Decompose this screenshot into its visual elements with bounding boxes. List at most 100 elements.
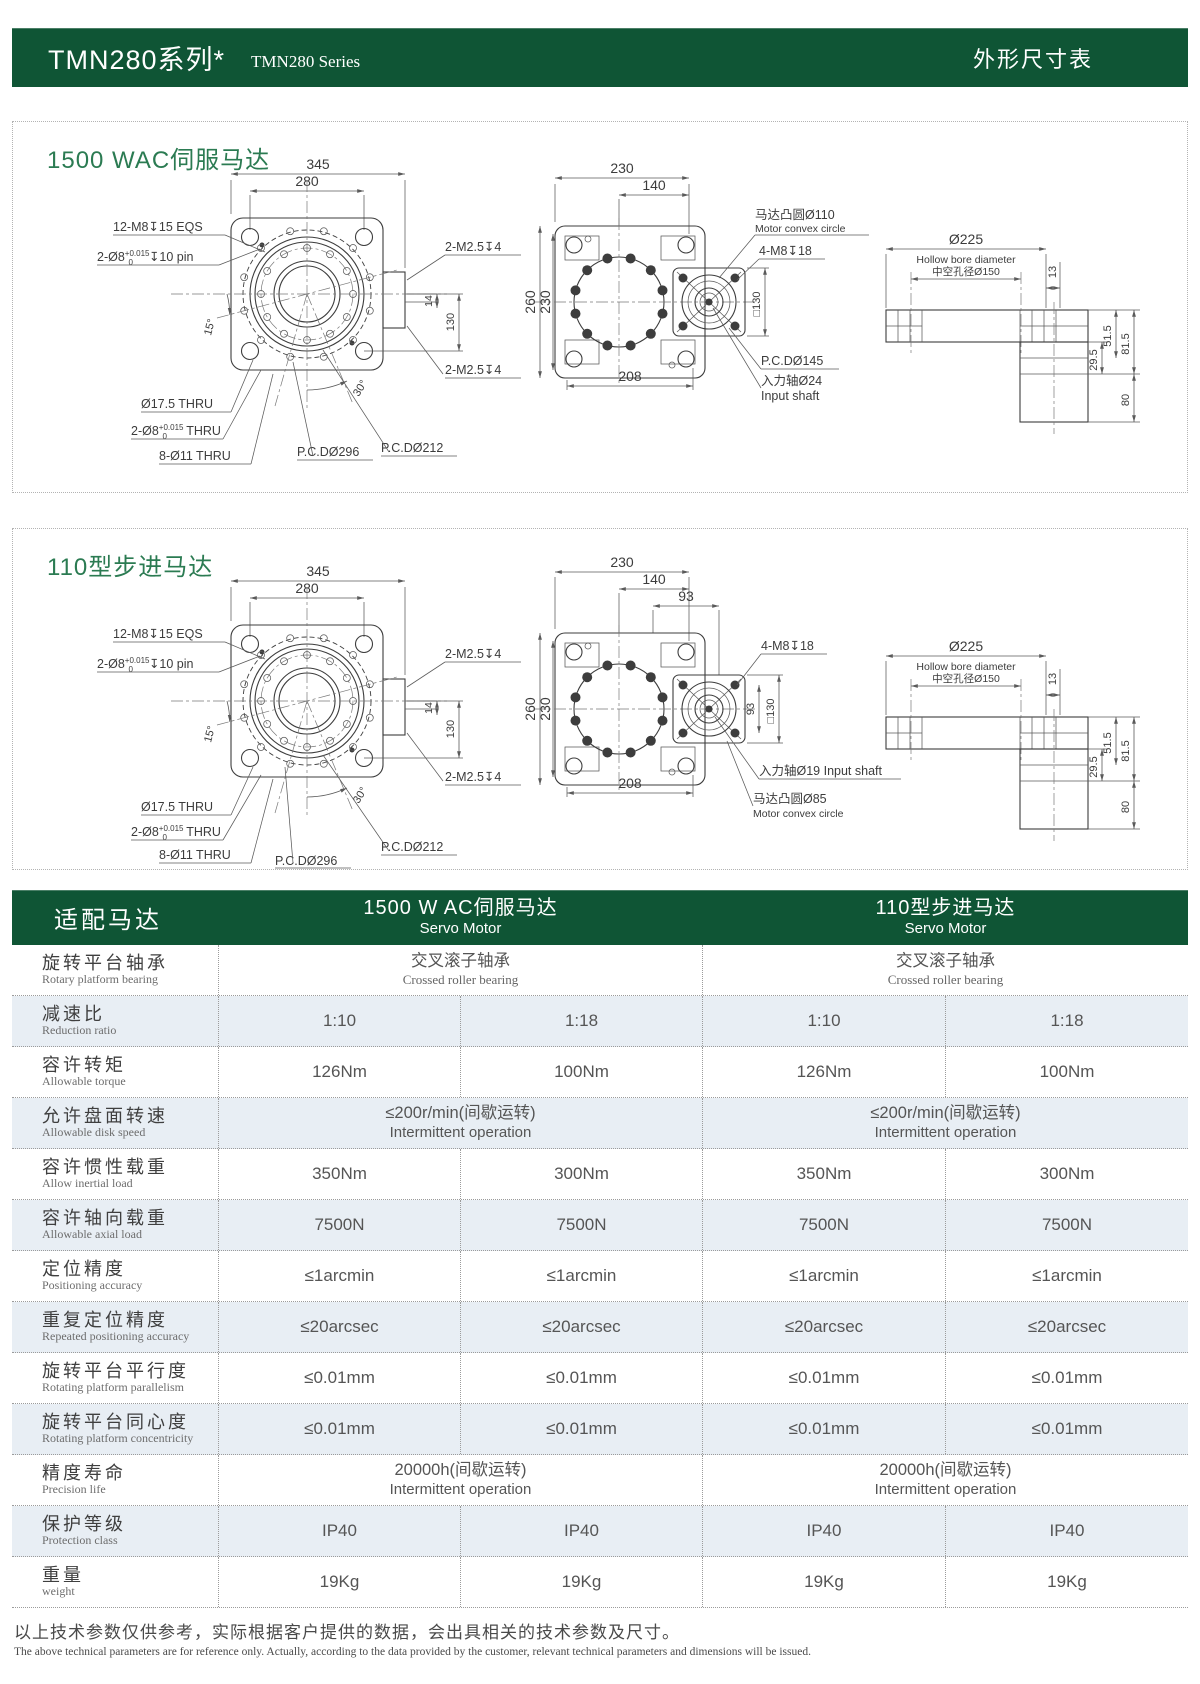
cell-value: 100Nm [945,1047,1188,1097]
label-m25-top: 2-M2.5↧4 [445,240,501,254]
label-input-shaft: 入力轴Ø19 Input shaft [759,763,883,778]
dim-51-5: 51.5 [1102,325,1114,346]
cell-value: ≤20arcsec [945,1302,1188,1352]
gear-teeth-dots [570,660,668,758]
label-thru-11: 8-Ø11 THRU [159,848,231,862]
label-12-m8: 12-M8↧15 EQS [113,220,203,234]
cell-value: 1:10 [702,996,945,1046]
cell-value: IP40 [702,1506,945,1556]
cell-value: 20000h(间歇运转)Intermittent operation [702,1455,1188,1505]
header-stepper-motor-110: 110型步进马达 Servo Motor [875,897,1016,938]
dim-230: 230 [610,554,634,570]
cell-value: 7500N [460,1200,702,1250]
front-view: 345 280 [97,563,521,869]
cell-value: 350Nm [702,1149,945,1199]
row-label-cn: 旋转平台轴承 [42,953,168,974]
dim-14: 14 [423,702,435,714]
rear-view: 230 140 93 [522,554,901,820]
cell-value: 7500N [945,1200,1188,1250]
cell-value: ≤0.01mm [218,1404,460,1454]
cell-value: ≤20arcsec [460,1302,702,1352]
label-pcd296: P.C.DØ296 [275,854,337,868]
dim-29-5: 29.5 [1088,349,1100,370]
label-pcd145: P.C.DØ145 [761,354,823,368]
label-motor-convex-en: Motor convex circle [753,808,844,820]
label-motor-convex-cn: 马达凸圆Ø85 [753,792,827,806]
label-4m8: 4-M8↧18 [761,639,814,653]
dim-80: 80 [1120,394,1132,406]
dim-93-top: 93 [678,588,694,604]
dim-13: 13 [1047,266,1059,278]
cell-value: ≤20arcsec [702,1302,945,1352]
series-title-en: TMN280 Series [251,51,361,71]
cell-value: 19Kg [218,1557,460,1607]
dim-260: 260 [522,290,538,314]
dim-130: 130 [445,720,457,738]
cell-value: ≤1arcmin [945,1251,1188,1301]
cell-value: IP40 [945,1506,1188,1556]
label-thru-175: Ø17.5 THRU [141,397,213,411]
dim-208: 208 [618,368,642,384]
dim-13: 13 [1047,673,1059,685]
cell-value: 7500N [218,1200,460,1250]
cell-value: ≤1arcmin [218,1251,460,1301]
dim-230v: 230 [537,697,553,721]
label-thru-175: Ø17.5 THRU [141,800,213,814]
front-view: 345 280 [97,156,521,465]
cell-value: 7500N [702,1200,945,1250]
dimension-sheet-title: 外形尺寸表 [972,46,1093,72]
label-m25-bottom: 2-M2.5↧4 [445,363,501,377]
dim-140: 140 [642,571,666,587]
cell-value: IP40 [460,1506,702,1556]
cell-value: ≤1arcmin [460,1251,702,1301]
cell-value: ≤0.01mm [218,1353,460,1403]
dim-140: 140 [642,177,666,193]
cell-value: ≤0.01mm [702,1404,945,1454]
title-bar: TMN280系列* TMN280 Series 外形尺寸表 [12,28,1188,87]
dim-230: 230 [610,160,634,176]
cell-value: 1:18 [460,996,702,1046]
cell-value: 19Kg [460,1557,702,1607]
dim-29-5: 29.5 [1088,756,1100,777]
disclaimer-en: The above technical parameters are for r… [14,1645,811,1658]
angle-30: 30° [351,785,370,805]
dim-14: 14 [423,295,435,307]
dim-80: 80 [1120,801,1132,813]
dim-345: 345 [306,156,330,172]
spec-table: 适配马达 1500 W AC伺服马达 Servo Motor 110型步进马达 … [12,890,1188,1608]
cell-value: ≤0.01mm [702,1353,945,1403]
dim-81-5: 81.5 [1120,333,1132,354]
cell-value: ≤200r/min(间歇运转)Intermittent operation [218,1098,702,1148]
dim-225: Ø225 [949,638,983,654]
cell-value: ≤0.01mm [945,1404,1188,1454]
angle-15: 15° [202,725,218,744]
side-view: Ø225 Hollow bore diameter 中空孔径Ø150 13 29… [885,638,1140,841]
angle-15: 15° [202,318,218,337]
label-thru-11: 8-Ø11 THRU [159,449,231,463]
row-label-en: Rotary platform bearing [42,972,158,987]
label-pcd212: P.C.DØ212 [381,441,443,455]
outer-bolt-holes [240,227,374,361]
label-pcd212: P.C.DØ212 [381,840,443,854]
dim-51-5: 51.5 [1102,732,1114,753]
footer-disclaimer: 以上技术参数仅供参考，实际根据客户提供的数据，会出具相关的技术参数及尺寸。 Th… [14,1622,811,1660]
cell-value: ≤0.01mm [460,1353,702,1403]
dim-93-side: 93 [745,703,757,715]
rear-view: 230 140 [522,160,869,403]
panel-title: 1500 WAC伺服马达 [47,147,271,174]
cell-value: 300Nm [460,1149,702,1199]
dim-208: 208 [618,775,642,791]
label-hollow-bore-en: Hollow bore diameter [916,661,1016,673]
engineering-drawing-stepper: 345 280 [97,554,1140,869]
header-servo-motor-1500w: 1500 W AC伺服马达 Servo Motor [363,897,558,938]
